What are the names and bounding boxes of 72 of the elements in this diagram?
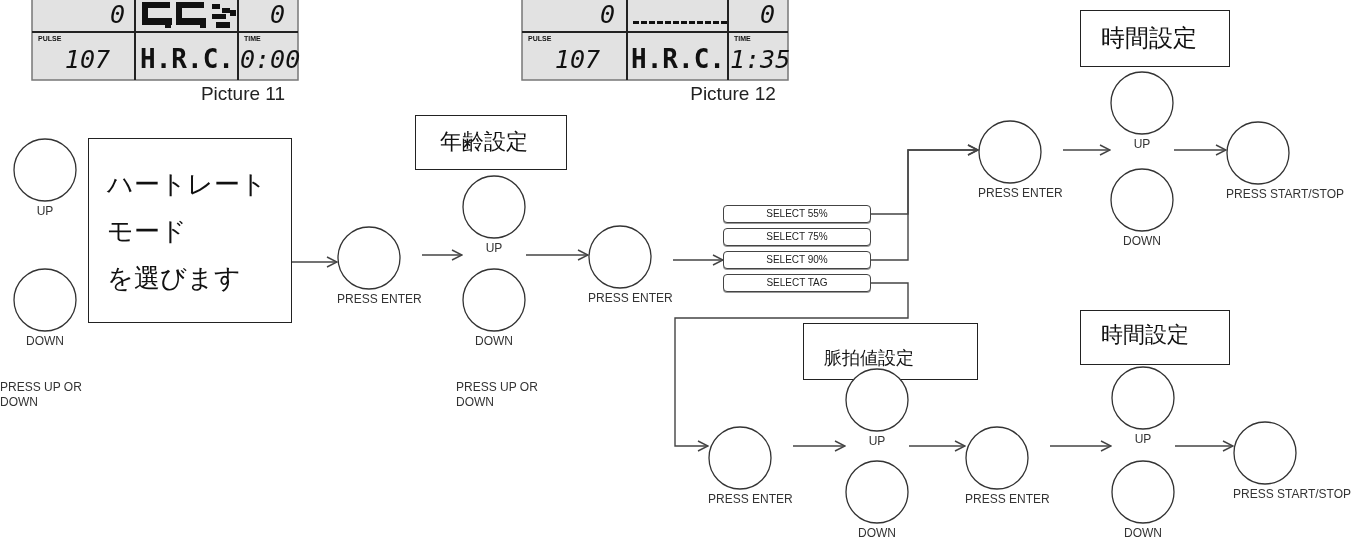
button-circle <box>708 426 793 506</box>
button-label: DOWN <box>25 334 65 348</box>
button-circle <box>337 226 422 306</box>
button-circle <box>845 368 909 448</box>
button-label: DOWN <box>474 334 514 348</box>
picture-caption: Picture 11 <box>199 82 287 106</box>
button-label: PRESS ENTER <box>965 492 1050 506</box>
note-box <box>803 323 978 380</box>
arrow <box>1062 144 1111 156</box>
lcd-digit: 0 <box>758 0 775 30</box>
button-circle <box>1110 168 1174 248</box>
button-circle <box>1226 121 1345 201</box>
button-circle <box>978 120 1063 200</box>
box-text: 時間設定 <box>1101 23 1197 54</box>
button-label: UP <box>1133 432 1153 446</box>
box-text: 脈拍値設定 <box>824 346 914 370</box>
button-label: DOWN <box>857 526 897 540</box>
menu-option: SELECT 90% <box>723 251 871 269</box>
arrow <box>421 249 463 261</box>
menu-option: SELECT 75% <box>723 228 871 246</box>
lcd-digit: 0 <box>268 0 285 30</box>
button-circle <box>1233 421 1352 501</box>
button-circle <box>462 175 526 255</box>
arrow <box>674 282 909 452</box>
arrow <box>792 440 846 452</box>
button-circle <box>965 426 1050 506</box>
arrow <box>1174 440 1234 452</box>
box-text: 年齢設定 <box>440 128 528 156</box>
button-label: UP <box>484 241 504 255</box>
picture-caption: Picture 12 <box>689 82 777 106</box>
button-label: PRESS ENTER <box>588 291 673 305</box>
button-label: DOWN <box>1122 234 1162 248</box>
instruction-text: PRESS UP OR DOWN <box>0 380 83 410</box>
instruction-text: PRESS UP OR DOWN <box>456 380 539 410</box>
mode-text: H.R.C. <box>139 43 235 76</box>
button-circle <box>845 460 909 540</box>
button-circle <box>1110 71 1174 151</box>
mode-text: H.R.C. <box>630 43 726 76</box>
note-box <box>415 115 567 170</box>
button-circle <box>13 138 77 218</box>
button-label: PRESS ENTER <box>978 186 1063 200</box>
arrow <box>1173 144 1227 156</box>
button-circle <box>1111 366 1175 446</box>
note-box <box>88 138 292 323</box>
button-label: PRESS ENTER <box>337 292 422 306</box>
button-circle <box>13 268 77 348</box>
button-circle <box>1111 460 1175 540</box>
button-label: UP <box>867 434 887 448</box>
box-text: ハートレートモードを選びます <box>107 168 267 295</box>
arrow <box>870 144 979 261</box>
button-label: UP <box>1132 137 1152 151</box>
arrow <box>525 249 589 261</box>
arrow <box>908 440 966 452</box>
note-box <box>1080 10 1230 67</box>
lcd-digit: 0 <box>108 0 125 30</box>
arrow <box>672 254 724 266</box>
box-text: 時間設定 <box>1101 321 1189 349</box>
button-circle <box>462 268 526 348</box>
lcd-digit: 0 <box>598 0 615 30</box>
button-label: PRESS ENTER <box>708 492 793 506</box>
menu-option: SELECT 55% <box>723 205 871 223</box>
button-label: DOWN <box>1123 526 1163 540</box>
arrow <box>1049 440 1112 452</box>
button-label: PRESS START/STOP <box>1226 187 1345 201</box>
lcd-digit: 107 <box>63 44 110 76</box>
menu-option: SELECT TAG <box>723 274 871 292</box>
button-label: PRESS START/STOP <box>1233 487 1352 501</box>
lcd-digit: 107 <box>553 44 600 76</box>
button-circle <box>588 225 673 305</box>
arrow <box>291 256 338 268</box>
note-box <box>1080 310 1230 365</box>
button-label: UP <box>35 204 55 218</box>
